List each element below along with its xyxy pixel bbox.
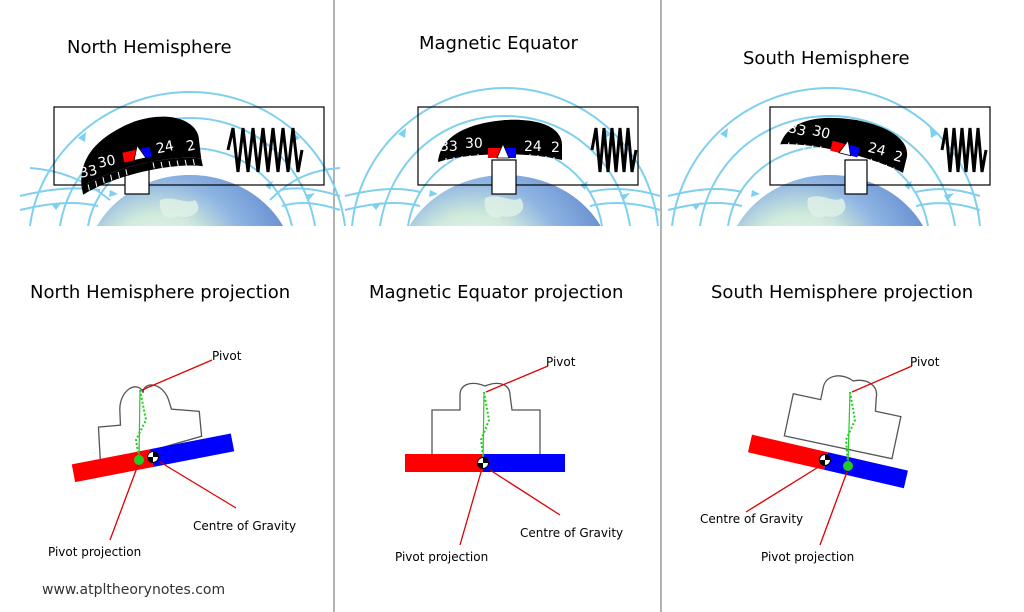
pivot-label: Pivot — [910, 355, 940, 369]
pivot-leader — [485, 365, 549, 393]
pivot-projection-label: Pivot projection — [48, 545, 141, 559]
pivot-leader — [141, 359, 213, 391]
spring-icon — [590, 127, 638, 173]
svg-text:2: 2 — [185, 138, 197, 156]
panel-title: North Hemisphere — [67, 37, 232, 58]
projection-title: Magnetic Equator projection — [369, 282, 623, 303]
panel-north: North Hemisphere — [19, 37, 346, 559]
pivot-projection-leader — [819, 471, 848, 546]
panel-south: South Hemisphere — [667, 48, 991, 564]
svg-text:30: 30 — [96, 152, 117, 171]
cog-label: Centre of Gravity — [700, 512, 803, 526]
website-watermark: www.atpltheorynotes.com — [42, 582, 225, 598]
compass-card: 33 30 24 2 — [78, 116, 203, 195]
svg-text:24: 24 — [866, 140, 887, 160]
svg-text:33: 33 — [78, 162, 99, 181]
projection-title: North Hemisphere projection — [30, 282, 290, 303]
spring-icon — [226, 127, 304, 173]
svg-text:33: 33 — [787, 120, 808, 140]
svg-text:2: 2 — [551, 140, 560, 156]
svg-text:24: 24 — [524, 139, 542, 155]
earth-globe — [736, 175, 924, 226]
pivot-projection-leader — [459, 471, 482, 546]
magnet-bar — [747, 434, 908, 489]
earth-globe — [96, 175, 284, 226]
projection-title: South Hemisphere projection — [711, 282, 973, 303]
compass-housing: 33 30 24 2 — [53, 106, 325, 195]
pivot-label: Pivot — [546, 355, 576, 369]
svg-text:2: 2 — [892, 148, 905, 166]
cog-leader — [745, 465, 821, 513]
cog-leader — [489, 469, 561, 516]
panel-title: South Hemisphere — [743, 48, 910, 69]
svg-text:30: 30 — [465, 136, 483, 152]
centre-of-gravity-icon — [819, 454, 831, 466]
compass-card: 33 30 24 2 — [438, 119, 562, 164]
centre-of-gravity-icon — [147, 451, 159, 463]
pivot-projection-label: Pivot projection — [761, 550, 854, 564]
projection-diagram: Pivot Centre of Gravity Pivot projection — [48, 349, 296, 559]
pivot-leader — [851, 365, 913, 393]
pivot-projection-label: Pivot projection — [395, 550, 488, 564]
pivot-projection-leader — [109, 464, 139, 541]
compass-housing: 33 30 24 2 — [417, 106, 639, 195]
panel-equator: Magnetic Equator — [344, 33, 661, 564]
arrowhead-icon — [372, 128, 630, 210]
compass-housing: 33 30 24 2 — [769, 106, 991, 195]
panel-title: Magnetic Equator — [419, 33, 578, 54]
spring-icon — [940, 127, 988, 173]
arrowhead-icon — [692, 128, 954, 210]
cog-label: Centre of Gravity — [193, 519, 296, 533]
magnet-bar — [405, 454, 565, 472]
cog-leader — [159, 461, 237, 509]
svg-text:24: 24 — [155, 138, 176, 157]
magnet-bar — [71, 433, 235, 483]
cog-label: Centre of Gravity — [520, 526, 623, 540]
projection-diagram: Pivot Centre of Gravity Pivot projection — [700, 355, 940, 564]
svg-text:30: 30 — [811, 123, 832, 143]
pivot-label: Pivot — [212, 349, 242, 363]
svg-text:33: 33 — [440, 139, 458, 155]
earth-globe — [409, 175, 601, 226]
compass-card: 33 30 24 2 — [780, 117, 908, 174]
projection-diagram: Pivot Centre of Gravity Pivot projection — [395, 355, 623, 564]
centre-of-gravity-icon — [477, 457, 489, 469]
